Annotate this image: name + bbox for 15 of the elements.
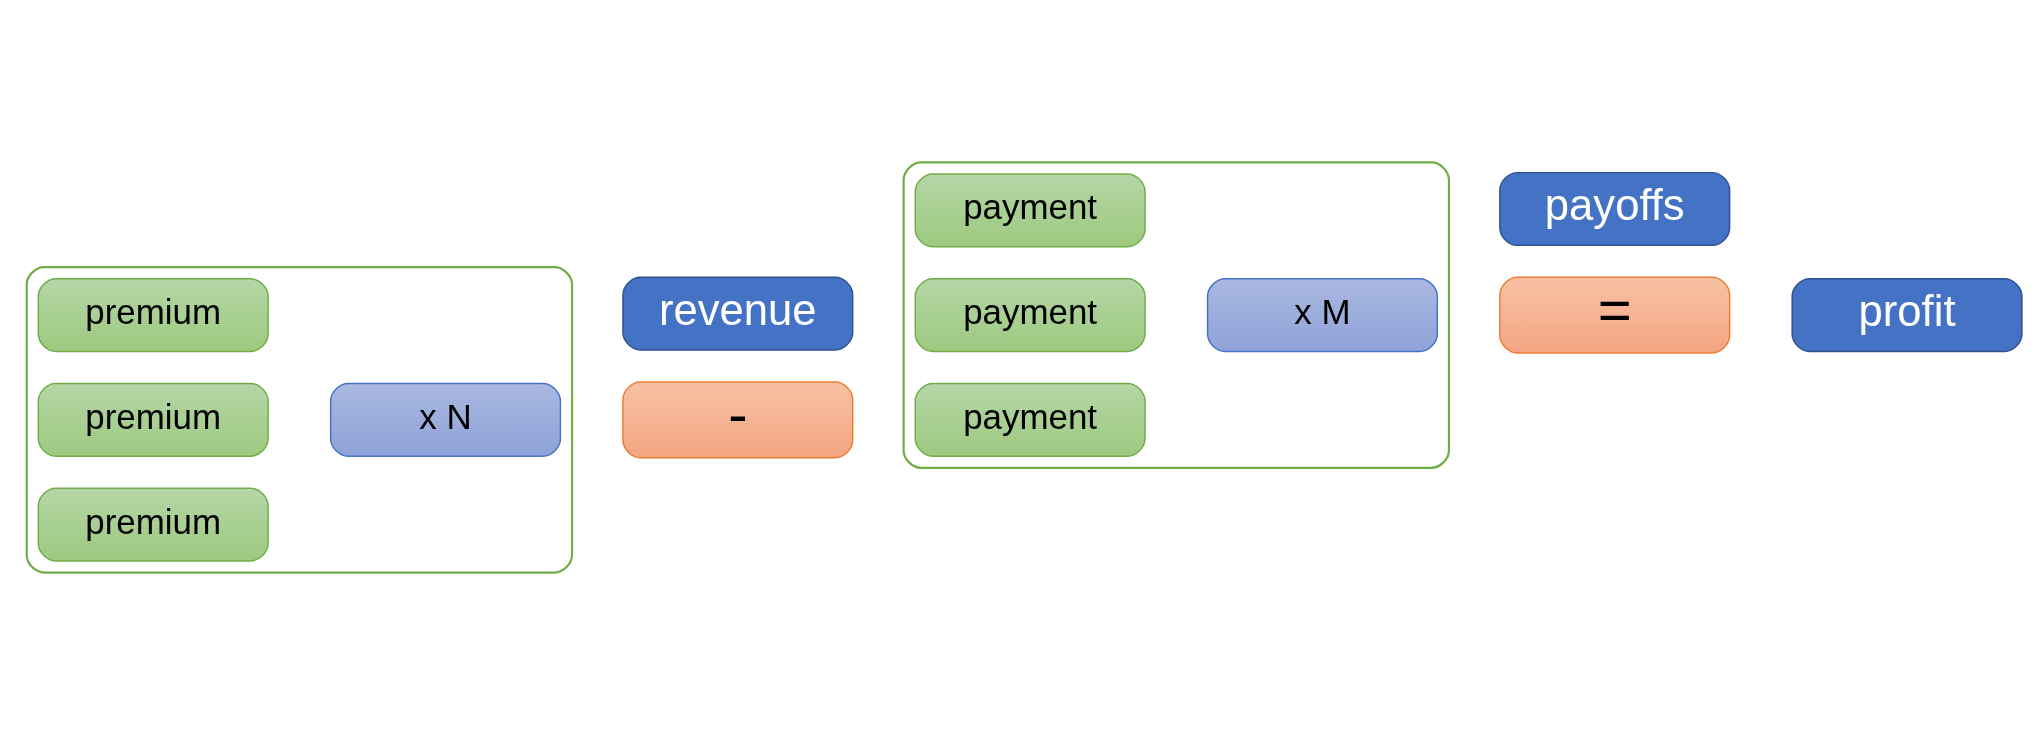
- cluster: [25, 266, 574, 574]
- node-box: x M: [1206, 278, 1439, 353]
- node-box: =: [1499, 276, 1731, 354]
- node-box: payment: [914, 382, 1146, 457]
- node-box: x N: [329, 382, 562, 457]
- node-box: premium: [37, 487, 269, 562]
- node-box: premium: [37, 278, 269, 353]
- node-box: premium: [37, 382, 269, 457]
- node-box: profit: [1791, 278, 2023, 353]
- cluster: [902, 161, 1451, 469]
- node-box: payment: [914, 173, 1146, 248]
- node-box: payment: [914, 278, 1146, 353]
- node-box: revenue: [622, 276, 854, 351]
- node-box: -: [622, 381, 854, 459]
- node-box: payoffs: [1499, 171, 1731, 247]
